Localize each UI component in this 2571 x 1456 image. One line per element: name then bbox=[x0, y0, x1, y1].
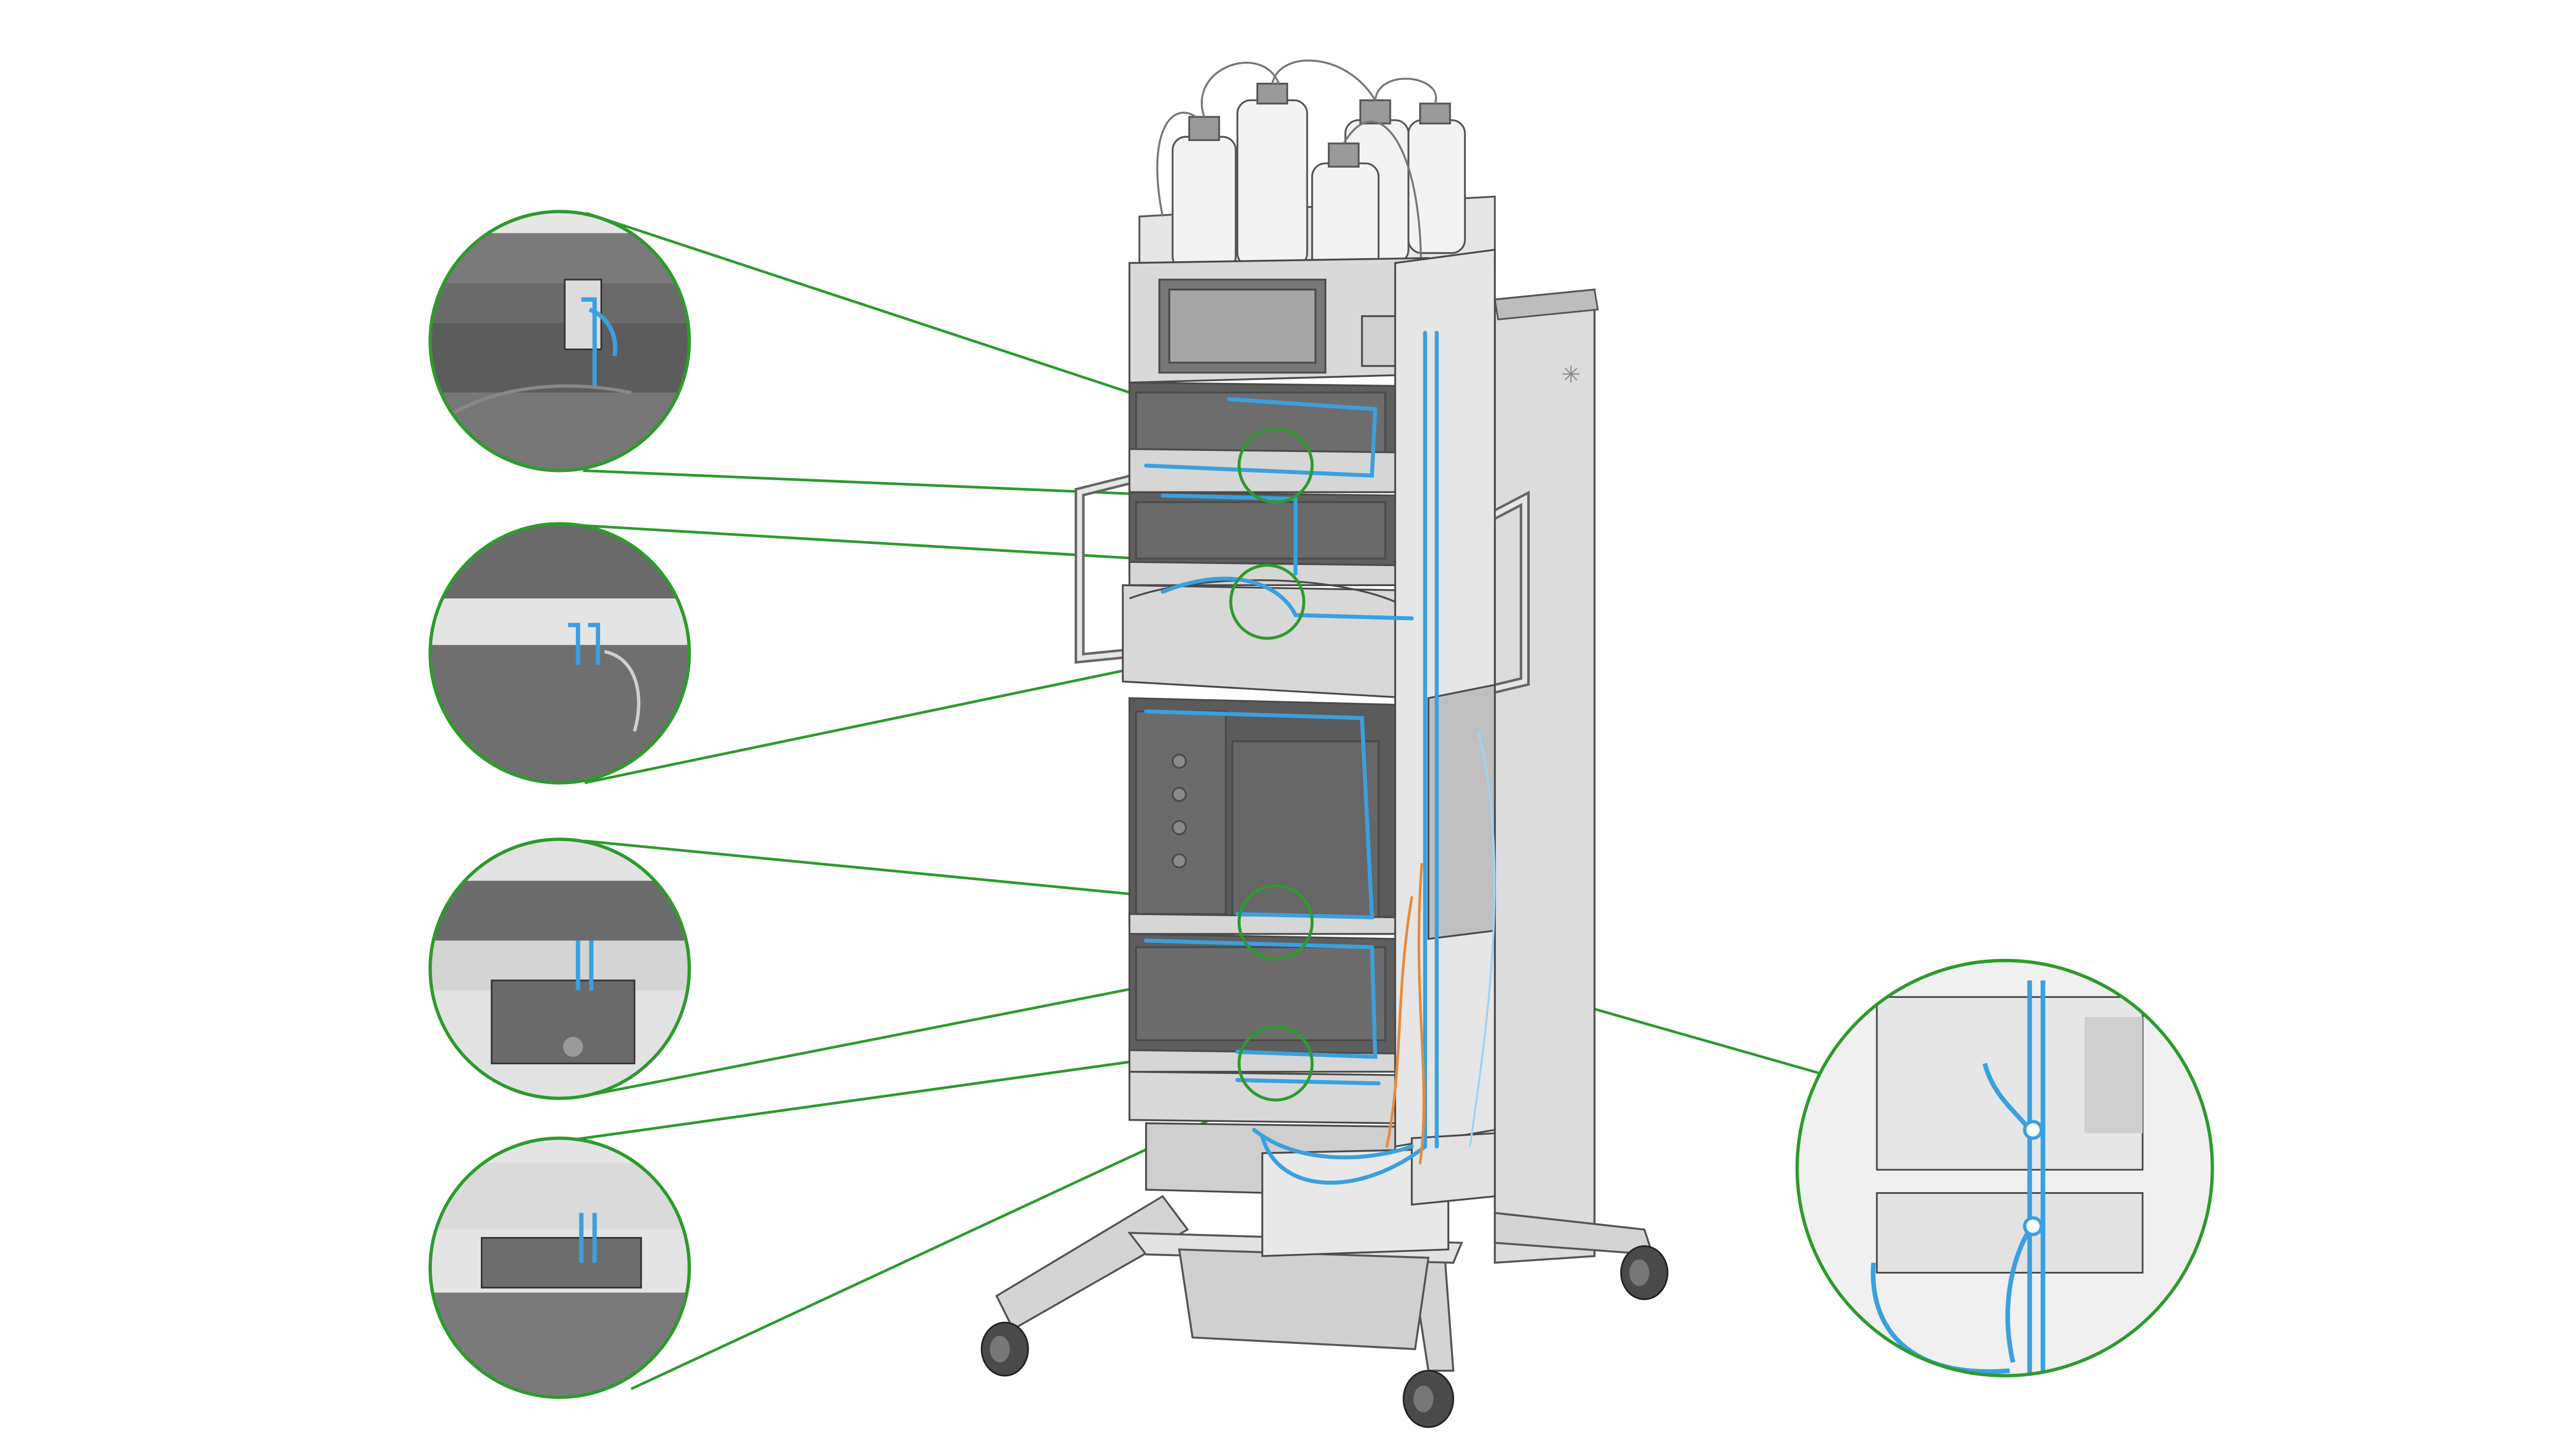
svg-text:✳: ✳ bbox=[1561, 361, 1581, 388]
drain-tubing bbox=[1144, 331, 1496, 1185]
detail-callout-right bbox=[1795, 958, 2214, 1377]
detail-callout-second bbox=[428, 522, 691, 785]
instrument-stack bbox=[1121, 248, 1496, 1258]
detail-callout-top bbox=[428, 210, 691, 472]
highlight-circles bbox=[1229, 427, 1314, 1102]
detail-callout-bottom bbox=[428, 1136, 691, 1399]
detail-callout-third bbox=[428, 838, 691, 1100]
solvent-bottles bbox=[1138, 59, 1496, 300]
leader-lines bbox=[548, 212, 1844, 1390]
